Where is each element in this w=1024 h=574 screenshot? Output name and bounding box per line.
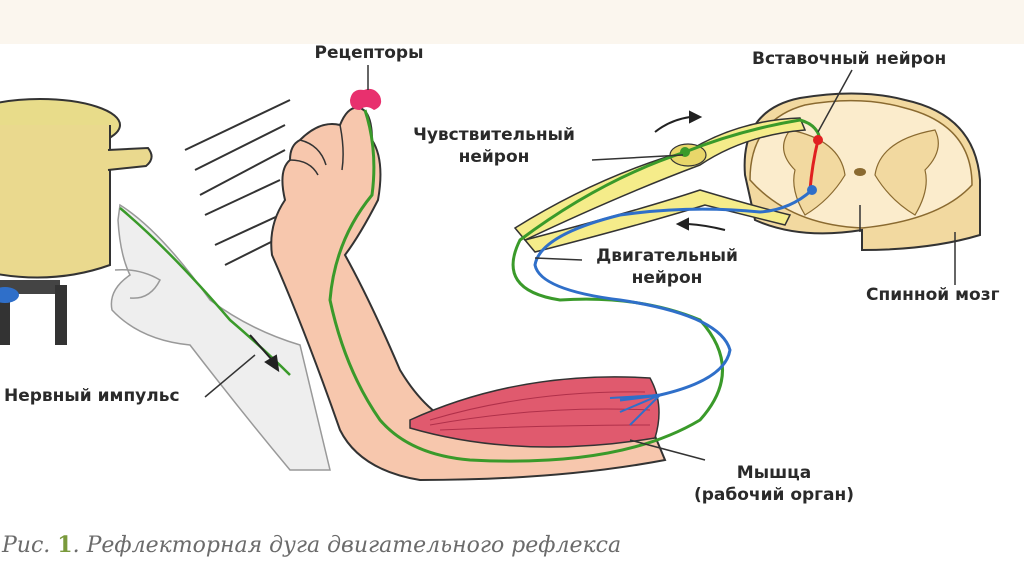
muscle-label-line1: Мышца bbox=[736, 463, 812, 483]
caption-number: 1 bbox=[57, 532, 73, 558]
motor-neuron-body bbox=[807, 185, 817, 195]
receptors-label: Рецепторы bbox=[314, 43, 424, 63]
direction-arrows bbox=[249, 110, 726, 373]
pot-illustration bbox=[0, 98, 153, 345]
motor-neuron-label-line1: Двигательный bbox=[596, 246, 738, 266]
leader-lines bbox=[204, 65, 956, 461]
motor-endings bbox=[609, 394, 661, 426]
sensory-neuron-label-line2: нейрон bbox=[458, 147, 530, 167]
motor-neuron-path bbox=[533, 188, 814, 402]
caption-prefix: Рис. bbox=[2, 533, 58, 558]
interneuron-body bbox=[813, 135, 823, 145]
sensory-neuron-label-line1: Чувствительный bbox=[413, 125, 575, 145]
nerve-impulse-label: Нервный импульс bbox=[4, 386, 180, 406]
figure-caption: Рис. 1. Рефлекторная дуга двигательного … bbox=[2, 532, 621, 558]
interneuron-label: Вставочный нейрон bbox=[752, 49, 947, 69]
top-background-band bbox=[0, 0, 1024, 44]
motion-lines bbox=[184, 99, 291, 266]
motor-neuron-label: Двигательный нейрон bbox=[582, 245, 752, 289]
muscle bbox=[409, 376, 660, 448]
nerve-roots bbox=[513, 117, 807, 253]
caption-text: . Рефлекторная дуга двигательного рефлек… bbox=[72, 533, 622, 558]
motor-neuron-label-line2: нейрон bbox=[631, 268, 703, 288]
sensory-neuron-label: Чувствительный нейрон bbox=[396, 124, 592, 168]
spinal-cord-label: Спинной мозг bbox=[866, 285, 1000, 305]
ghost-arm bbox=[110, 203, 331, 471]
muscle-label: Мышца (рабочий орган) bbox=[676, 462, 872, 506]
spinal-cord bbox=[743, 92, 981, 252]
muscle-label-line2: (рабочий орган) bbox=[693, 485, 855, 505]
receptor-icon bbox=[350, 88, 382, 110]
